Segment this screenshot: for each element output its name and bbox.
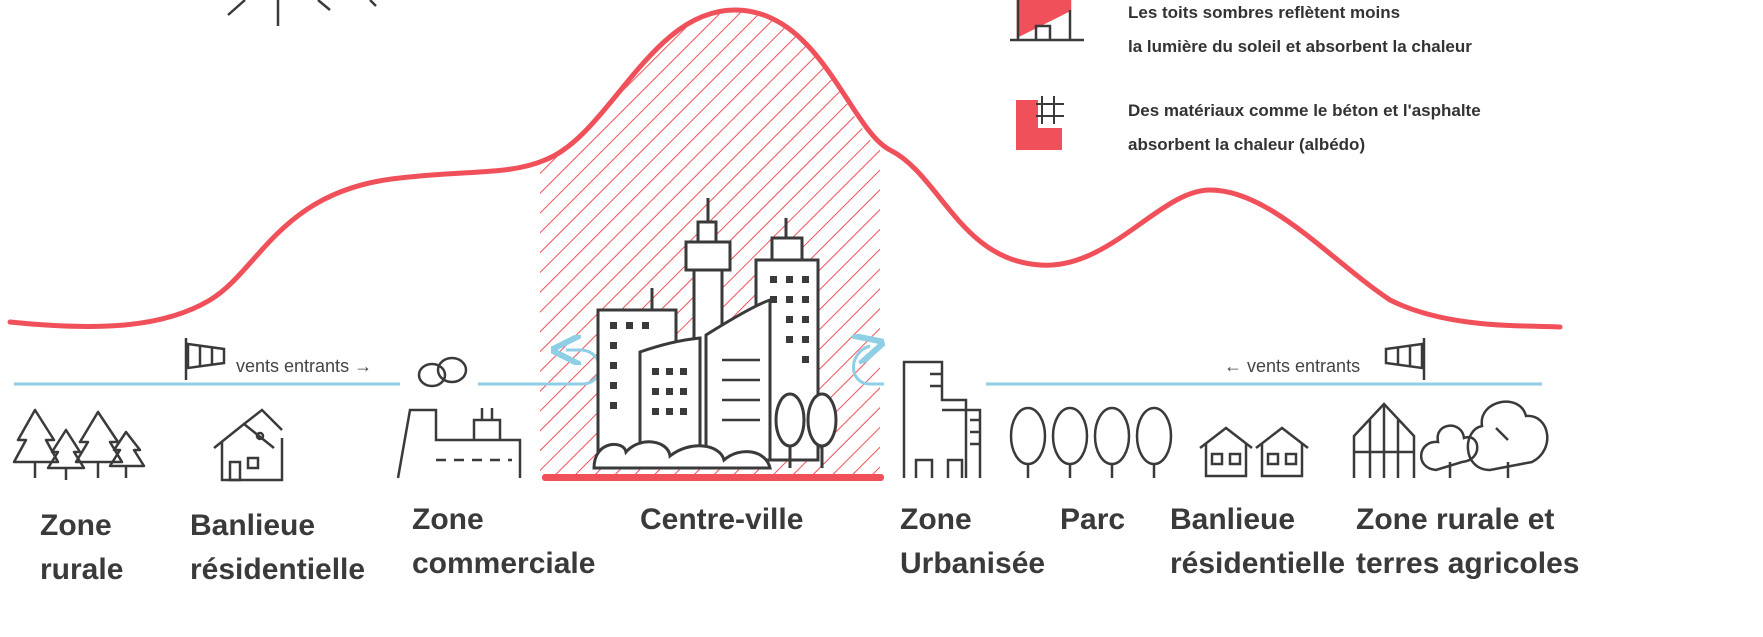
zone-label-line: Zone (40, 509, 112, 542)
legend-line: Les toits sombres reflètent moins (1128, 3, 1401, 22)
zone-label-suburb-right: Banlieue résidentielle (1170, 498, 1345, 586)
zone-label-line: Banlieue (1170, 503, 1296, 536)
forest-icon (12, 408, 146, 480)
zone-label-line: Zone rurale et (1356, 503, 1555, 536)
zone-label-downtown: Centre-ville (640, 498, 803, 542)
zone-label-line: résidentielle (190, 553, 366, 586)
downtown-ground-line (542, 474, 884, 481)
legend-line: la lumière du soleil et absorbent la cha… (1128, 37, 1472, 56)
greenhouse-icon (1352, 402, 1416, 478)
zone-label-rural-farmland: Zone rurale et terres agricoles (1356, 498, 1579, 586)
zone-label-rural: Zone rurale (40, 504, 123, 592)
windsock-right-icon (1384, 338, 1426, 380)
wind-label-left: vents entrants → (236, 356, 373, 376)
sun-icon (227, 0, 377, 26)
zone-label-line: terres agricoles (1356, 547, 1580, 580)
legend-item-concrete: Des matériaux comme le béton et l'asphal… (1128, 94, 1481, 162)
house-icon (213, 408, 284, 482)
concrete-grid-icon (1016, 96, 1064, 150)
dark-roof-icon (1010, 0, 1084, 42)
urban-buildings-icon (902, 360, 982, 478)
zone-label-commercial: Zone commerciale (412, 498, 595, 586)
wind-label-right: ← vents entrants (1224, 356, 1361, 376)
zone-label-suburb-left: Banlieue résidentielle (190, 504, 365, 592)
zone-label-line: Zone (412, 503, 484, 536)
zone-label-line: commerciale (412, 547, 596, 580)
zone-label-line: Banlieue (190, 509, 316, 542)
zone-label-line: Urbanisée (900, 547, 1046, 580)
zone-label-urbanized: Zone Urbanisée (900, 498, 1045, 586)
zone-label-line: rurale (40, 553, 124, 586)
zone-label-line: Centre-ville (640, 503, 804, 536)
temperature-curve (7, 7, 1563, 330)
wind-lines (14, 346, 1542, 386)
zone-label-line: Parc (1060, 503, 1126, 536)
farm-trees-icon (1419, 400, 1549, 478)
windsock-left-icon (184, 338, 226, 380)
legend-line: absorbent la chaleur (albédo) (1128, 135, 1366, 154)
legend-line: Des matériaux comme le béton et l'asphal… (1128, 101, 1481, 120)
zone-label-line: Zone (900, 503, 972, 536)
zone-label-line: résidentielle (1170, 547, 1346, 580)
factory-icon (396, 356, 522, 479)
downtown-skyline-icon (592, 198, 838, 470)
zone-label-park: Parc (1060, 498, 1125, 542)
houses-icon (1199, 426, 1309, 478)
park-trees-icon (1009, 406, 1173, 478)
legend-item-dark-roofs: Les toits sombres reflètent moins la lum… (1128, 0, 1472, 64)
